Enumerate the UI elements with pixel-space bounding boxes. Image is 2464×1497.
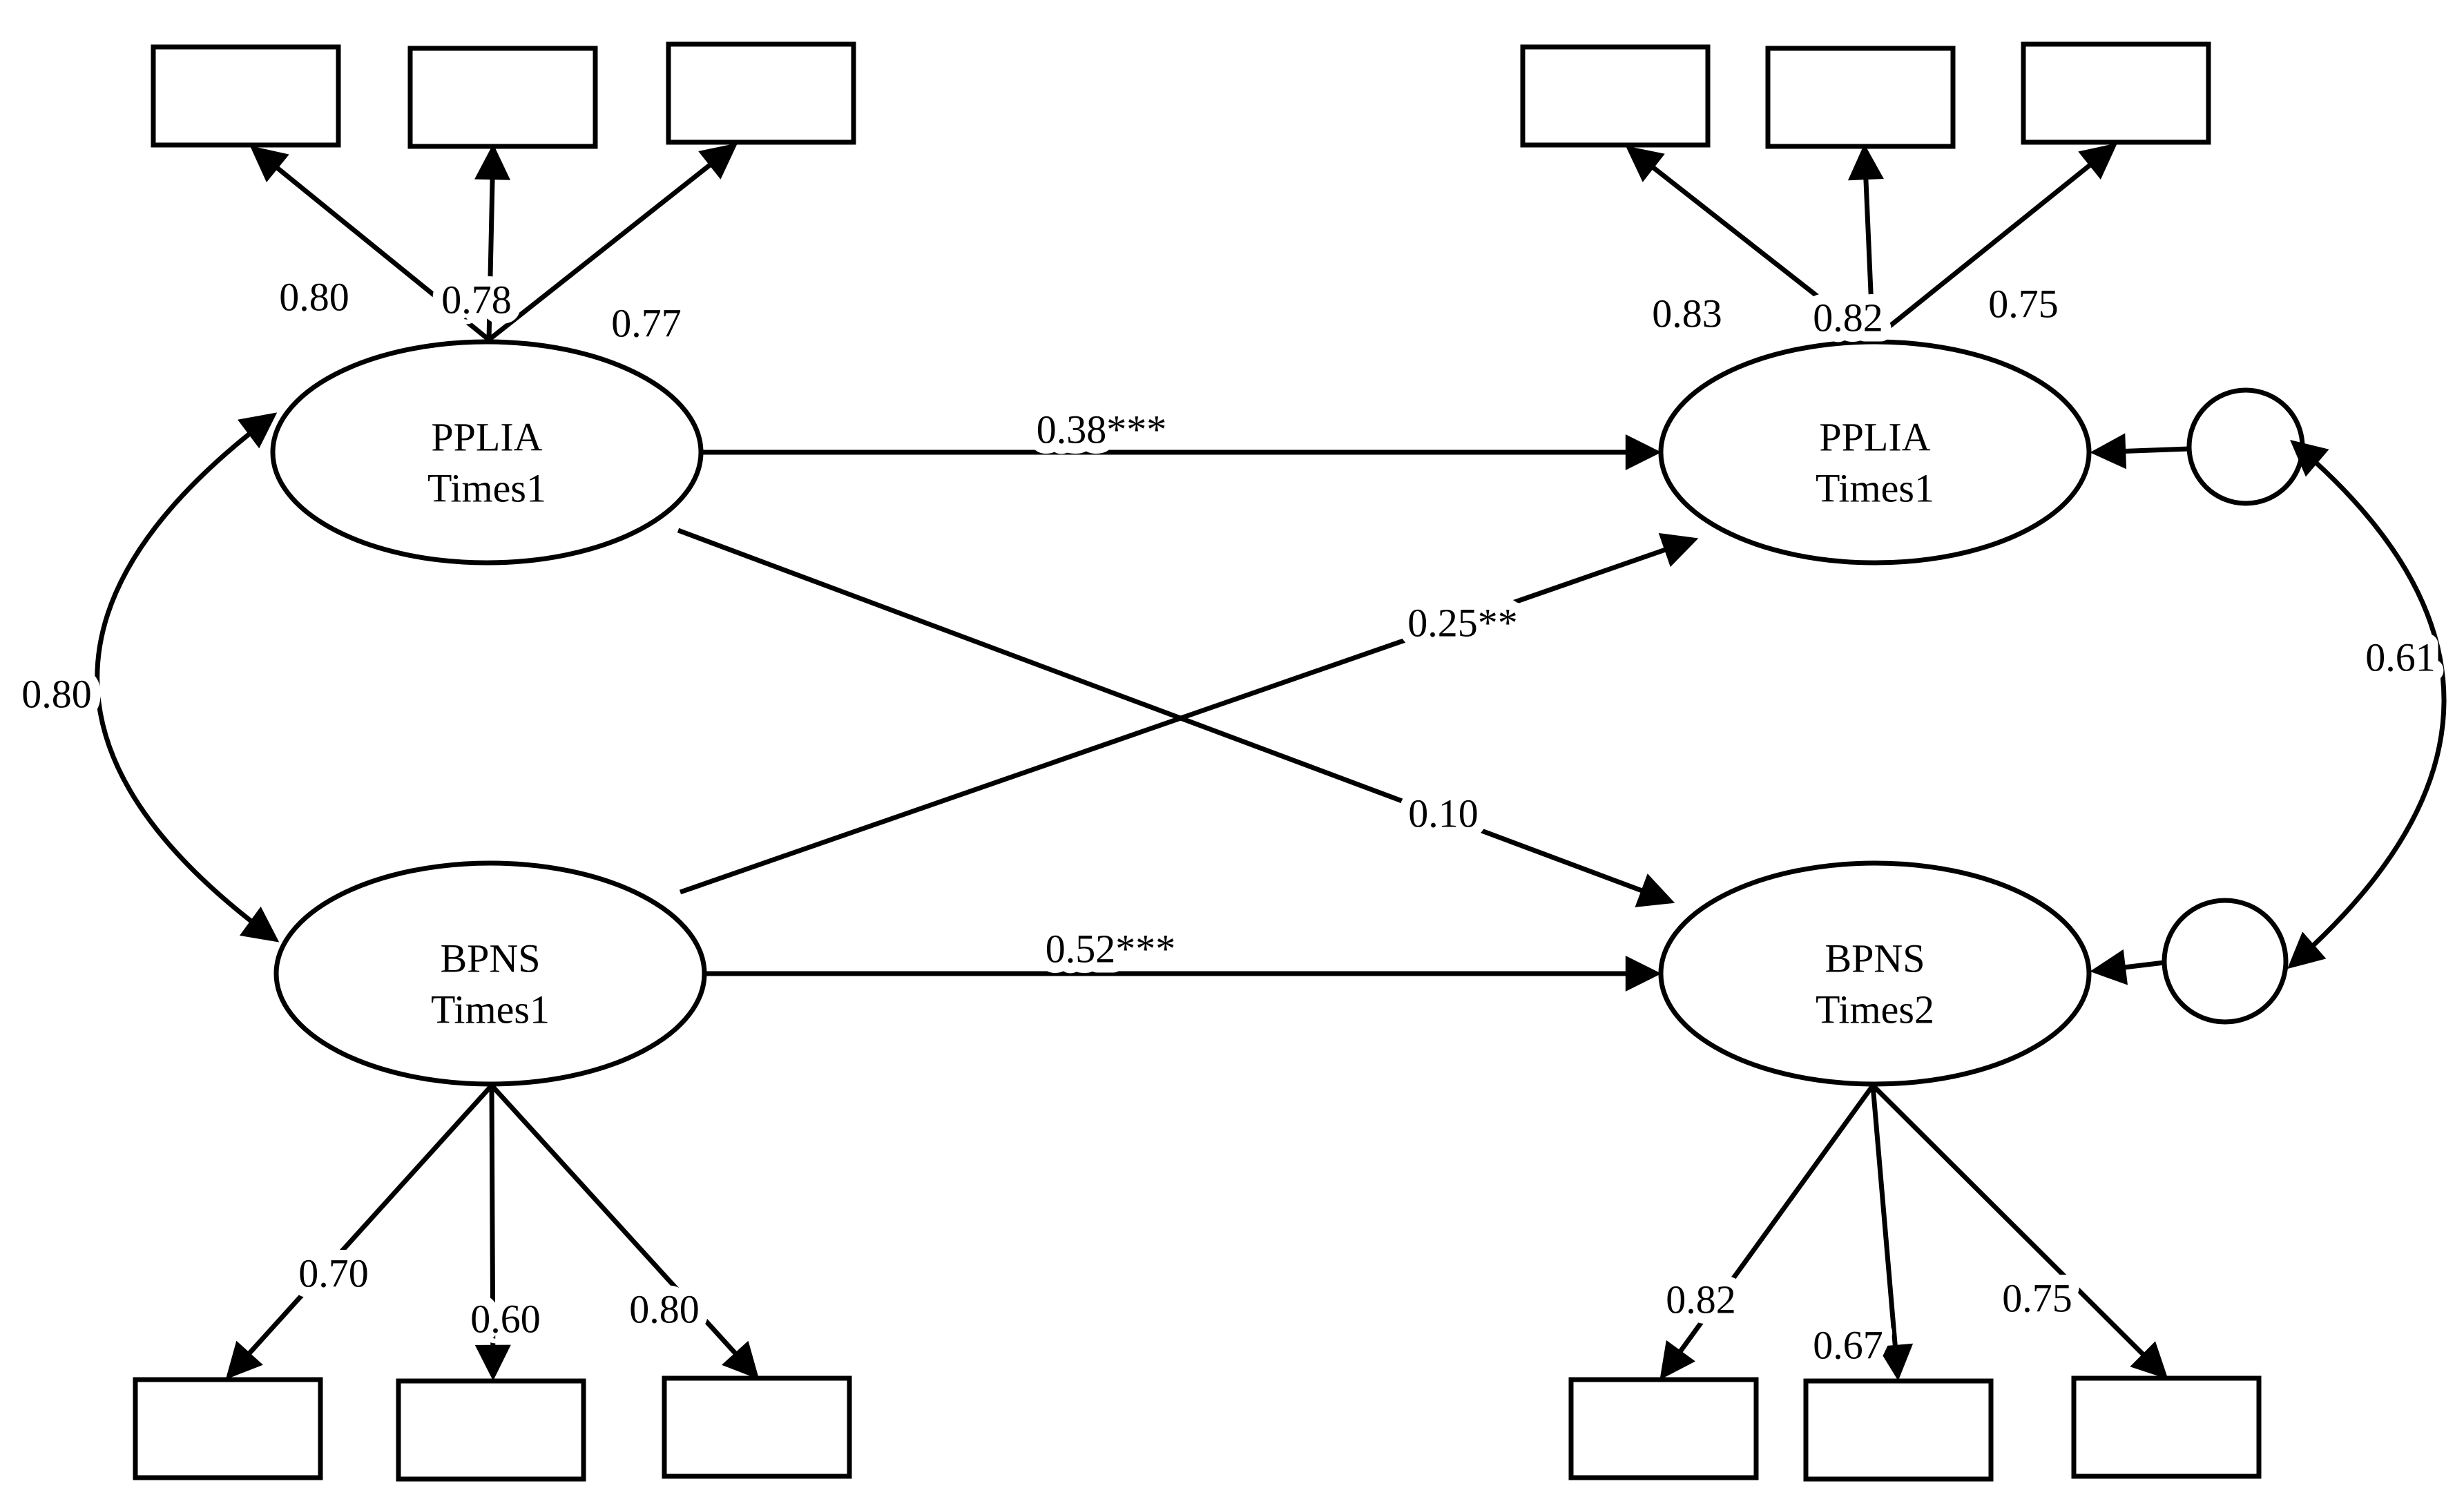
indicator-bottom-left-2 <box>396 1378 586 1482</box>
loading-arrow-pplia-times1-right-3 <box>1871 143 2118 342</box>
latent-label-line2-bpns-times2-right: Times2 <box>1816 987 1934 1032</box>
path-pplia1-to-bpns2-arrow <box>677 528 1675 907</box>
covariance-right-arrow <box>2287 439 2447 969</box>
label-layer: PPLIATimes1BPNSTimes1PPLIATimes1BPNSTime… <box>11 264 2446 1378</box>
indicator-bottom-right-2 <box>1803 1378 1994 1482</box>
path-layer <box>95 143 2447 1381</box>
indicator-top-right-3 <box>2021 41 2211 145</box>
loading-value-bpns-times2-right-2: 0.67 <box>1813 1323 1883 1368</box>
loading-value-pplia-times1-left-2: 0.78 <box>441 278 512 322</box>
loading-value-bpns-times2-right-3: 0.75 <box>2002 1276 2072 1321</box>
indicator-bottom-right-1 <box>1568 1377 1759 1480</box>
latent-label-line1-pplia-times1-left: PPLIA <box>431 415 542 460</box>
covariance-right-value: 0.61 <box>2365 635 2436 680</box>
loading-value-bpns-times1-left-2: 0.60 <box>470 1297 541 1342</box>
loading-value-pplia-times1-right-1: 0.83 <box>1652 291 1722 336</box>
loading-arrow-bpns-times1-left-1 <box>225 1083 494 1380</box>
covariance-left-arrow <box>95 412 280 943</box>
indicator-top-right-2 <box>1765 46 1956 149</box>
indicator-top-left-2 <box>407 46 598 149</box>
error-term-pplia-circle <box>2186 387 2305 506</box>
loading-value-bpns-times2-right-1: 0.82 <box>1666 1277 1736 1322</box>
covariance-left-value: 0.80 <box>21 672 92 717</box>
loading-arrow-pplia-times1-left-2 <box>474 144 511 340</box>
loading-arrow-bpns-times1-left-2 <box>474 1085 511 1381</box>
loading-value-bpns-times1-left-1: 0.70 <box>298 1251 369 1296</box>
error-term-pplia-arrow <box>2090 433 2190 470</box>
latent-label-line1-bpns-times2-right: BPNS <box>1825 936 1925 981</box>
path-bpns1-to-pplia2-arrow <box>679 532 1699 895</box>
loading-value-bpns-times1-left-3: 0.80 <box>629 1287 700 1332</box>
loading-value-pplia-times1-right-3: 0.75 <box>1988 282 2059 327</box>
latent-label-line2-bpns-times1-left: Times1 <box>431 987 550 1032</box>
latent-label-line1-pplia-times1-right: PPLIA <box>1819 415 1930 460</box>
loading-value-pplia-times1-left-3: 0.77 <box>611 301 682 346</box>
loading-arrow-pplia-times1-left-3 <box>487 143 738 342</box>
loading-value-pplia-times1-left-1: 0.80 <box>279 275 349 320</box>
path-bpns1-to-pplia2-value: 0.25** <box>1407 601 1518 646</box>
loading-arrow-bpns-times1-left-3 <box>490 1083 760 1380</box>
indicator-bottom-right-3 <box>2071 1375 2262 1479</box>
loading-arrow-bpns-times2-right-3 <box>1871 1083 2168 1380</box>
path-pplia1-to-bpns2-value: 0.10 <box>1408 791 1479 836</box>
indicator-top-left-1 <box>151 44 341 148</box>
error-term-bpns-arrow <box>2090 949 2165 985</box>
shape-layer <box>133 41 2305 1482</box>
latent-label-line2-pplia-times1-left: Times1 <box>427 466 546 511</box>
latent-label-line2-pplia-times1-right: Times1 <box>1816 466 1934 511</box>
indicator-top-right-1 <box>1520 44 1711 148</box>
loading-value-pplia-times1-right-2: 0.82 <box>1813 296 1883 340</box>
indicator-top-left-3 <box>666 41 856 145</box>
loading-arrow-bpns-times2-right-1 <box>1659 1083 1875 1380</box>
latent-label-line1-bpns-times1-left: BPNS <box>440 936 540 981</box>
loading-arrow-pplia-times1-right-1 <box>1625 146 1875 342</box>
loading-arrow-pplia-times1-right-2 <box>1847 144 1884 340</box>
path-bpns1-to-bpns2-value: 0.52*** <box>1046 927 1176 972</box>
loading-arrow-pplia-times1-left-1 <box>249 146 491 342</box>
indicator-bottom-left-1 <box>133 1377 323 1480</box>
error-term-bpns-circle <box>2162 898 2289 1025</box>
indicator-bottom-left-3 <box>662 1375 852 1479</box>
path-pplia1-to-pplia2-value: 0.38*** <box>1037 407 1167 452</box>
loading-arrow-bpns-times2-right-2 <box>1870 1085 1914 1381</box>
